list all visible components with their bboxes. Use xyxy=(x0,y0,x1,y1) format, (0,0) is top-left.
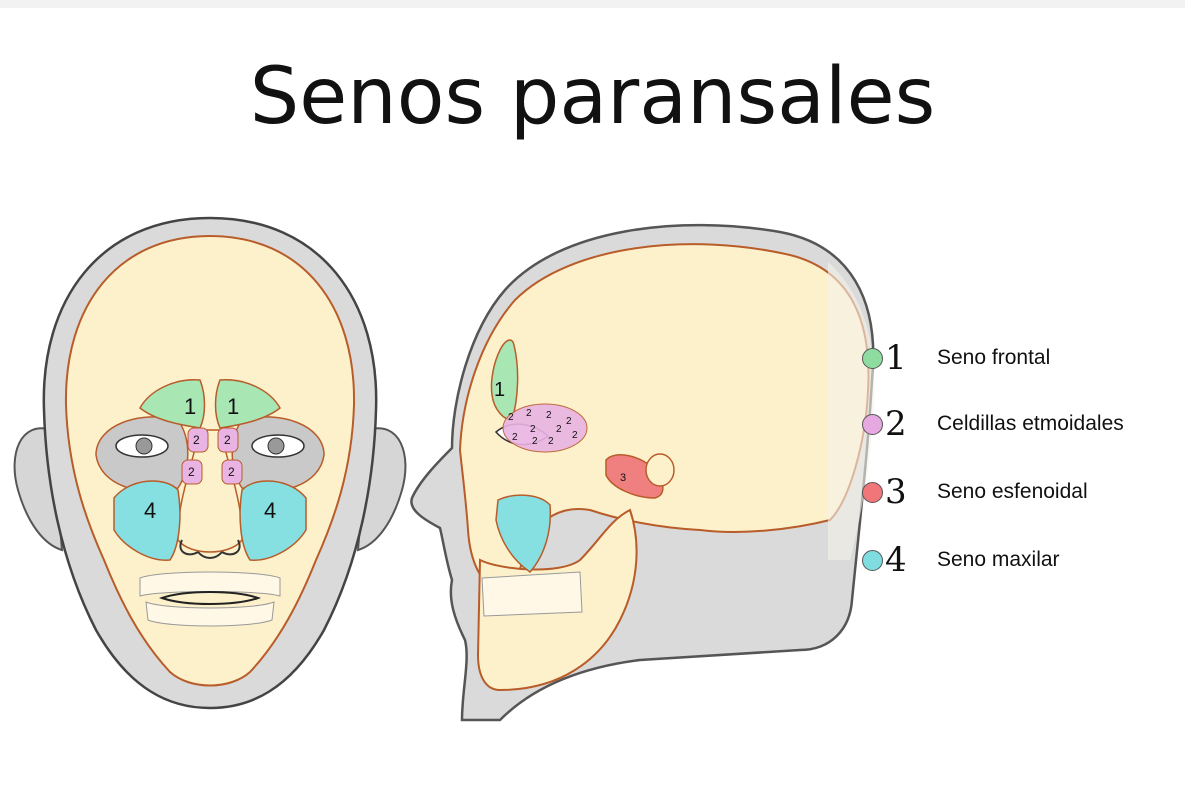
front-label-ethmoid: 2 xyxy=(224,433,231,447)
side-ear xyxy=(646,454,674,486)
legend-swatch-ethmoid xyxy=(862,414,883,435)
side-label-ethmoid: 2 xyxy=(556,424,562,435)
legend-number: 2 xyxy=(885,404,921,444)
side-label-frontal: 1 xyxy=(494,379,505,401)
side-head: 1 2 2 2 2 2 2 2 2 2 2 3 xyxy=(411,225,874,720)
side-label-ethmoid: 2 xyxy=(512,432,518,443)
legend-item-maxillary: 4 Seno maxilar xyxy=(862,540,1172,580)
legend-number: 3 xyxy=(885,472,921,512)
legend-swatch-sphenoid xyxy=(862,482,883,503)
front-label-frontal-right: 1 xyxy=(227,394,239,419)
side-label-ethmoid: 2 xyxy=(572,430,578,441)
legend-swatch-frontal xyxy=(862,348,883,369)
front-label-ethmoid: 2 xyxy=(193,433,200,447)
front-label-ethmoid: 2 xyxy=(228,465,235,479)
front-label-maxillary-right: 4 xyxy=(264,498,276,523)
side-label-ethmoid: 2 xyxy=(508,412,514,423)
side-label-ethmoid: 2 xyxy=(566,416,572,427)
side-label-ethmoid: 2 xyxy=(526,408,532,419)
legend-number: 1 xyxy=(885,338,921,378)
front-label-maxillary-left: 4 xyxy=(144,498,156,523)
side-label-ethmoid: 2 xyxy=(546,410,552,421)
legend-item-sphenoid: 3 Seno esfenoidal xyxy=(862,472,1172,512)
front-label-ethmoid: 2 xyxy=(188,465,195,479)
legend-label: Seno maxilar xyxy=(937,548,1060,572)
legend-number: 4 xyxy=(885,540,921,580)
side-label-sphenoid: 3 xyxy=(620,472,626,484)
legend-item-ethmoid: 2 Celdillas etmoidales xyxy=(862,404,1172,444)
side-teeth xyxy=(482,572,582,616)
front-right-iris xyxy=(268,438,284,454)
side-label-ethmoid: 2 xyxy=(548,436,554,447)
legend-label: Seno esfenoidal xyxy=(937,480,1088,504)
front-label-frontal-left: 1 xyxy=(184,394,196,419)
legend-label: Seno frontal xyxy=(937,346,1050,370)
side-ethmoid-region xyxy=(503,404,587,452)
front-left-iris xyxy=(136,438,152,454)
legend-swatch-maxillary xyxy=(862,550,883,571)
side-label-ethmoid: 2 xyxy=(530,424,536,435)
legend-item-frontal: 1 Seno frontal xyxy=(862,338,1172,378)
legend-label: Celdillas etmoidales xyxy=(937,412,1124,436)
side-label-ethmoid: 2 xyxy=(532,436,538,447)
front-head: 1 1 2 2 2 2 4 4 xyxy=(15,218,406,708)
